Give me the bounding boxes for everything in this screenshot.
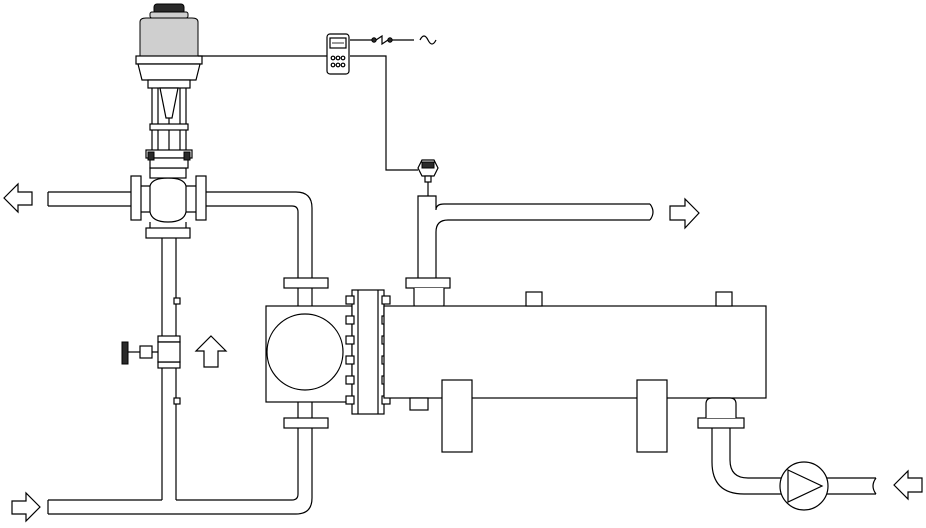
- flow-arrow-left-cold-in: [893, 469, 923, 501]
- flow-arrow-right-hot-out: [669, 197, 700, 230]
- temperature-sensor-icon: [417, 159, 439, 196]
- hot-outlet-pipe: [405, 195, 654, 311]
- top-header-pipe: [47, 191, 313, 278]
- ac-power-icon: [371, 34, 437, 46]
- pump-icon: [779, 461, 829, 511]
- riser-pipe: [161, 238, 181, 500]
- flow-arrow-left-top: [3, 182, 33, 214]
- valve-actuator-icon: [135, 3, 203, 169]
- controller-icon: [326, 33, 350, 75]
- signal-line: [198, 39, 418, 171]
- bottom-return-pipe: [47, 428, 313, 515]
- hand-valve-icon: [121, 335, 181, 369]
- control-valve-body: [130, 167, 207, 239]
- flow-arrow-right-bottom-left: [11, 491, 41, 523]
- heat-exchanger-icon: [265, 277, 767, 453]
- flow-arrow-up: [194, 335, 228, 368]
- pump-inlet-pipe: [697, 397, 877, 495]
